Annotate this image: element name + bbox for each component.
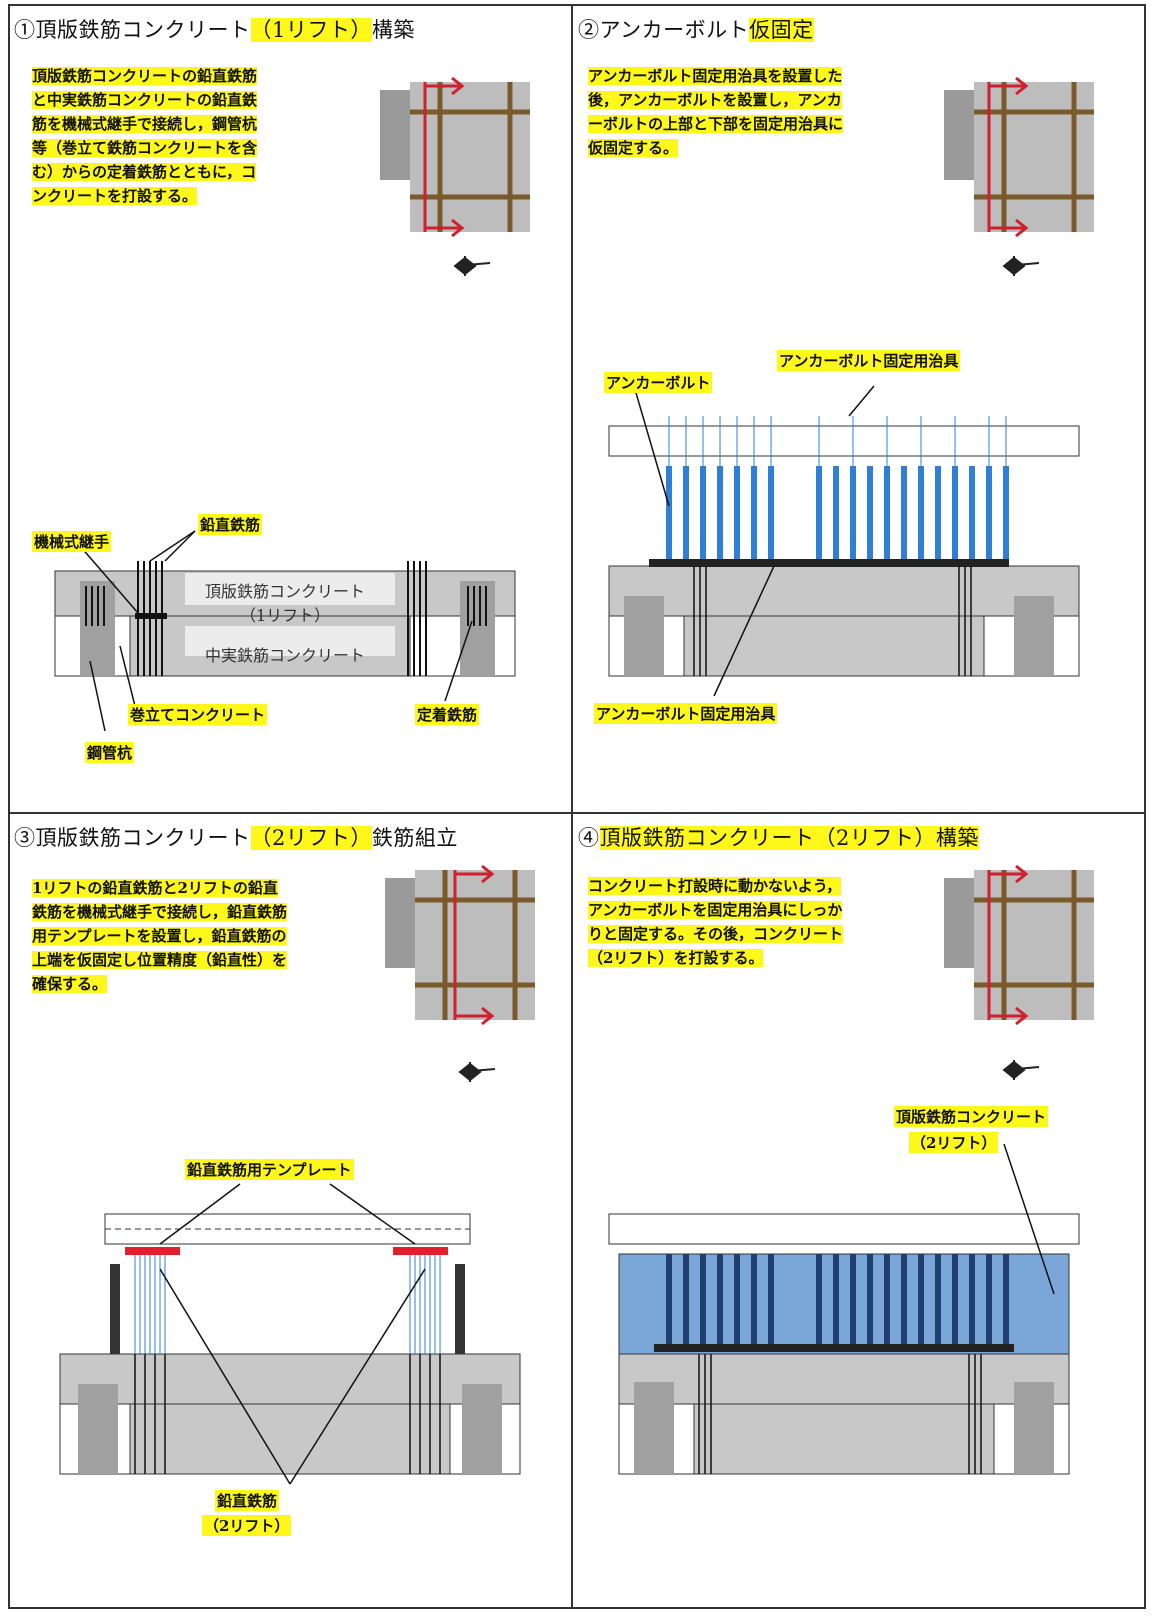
label-vertical-rebar: 鉛直鉄筋 bbox=[198, 514, 263, 535]
panel-4-drawing bbox=[608, 864, 1094, 1475]
label-rebar-2lift-a: 鉛直鉄筋 bbox=[215, 1490, 280, 1511]
section-drawing-4 bbox=[608, 1143, 1080, 1475]
section-drawing-3 bbox=[59, 1183, 521, 1485]
label-top-slab: 頂版鉄筋コンクリート bbox=[205, 582, 366, 601]
label-anchor-rebar: 定着鉄筋 bbox=[415, 704, 480, 725]
key-plan-icon bbox=[385, 864, 535, 1026]
panel-3-description: 1リフトの鉛直鉄筋と2リフトの鉛直鉄筋を機械式継手で接続し，鉛直鉄筋用テンプレー… bbox=[32, 879, 288, 993]
label-lift1: （1リフト） bbox=[240, 606, 331, 625]
section-drawing-2 bbox=[608, 385, 1080, 697]
divider-horizontal bbox=[8, 812, 1146, 814]
panel-2: ②アンカーボルト仮固定 アンカーボルト固定用治具を設置した後，アンカーボルトを設… bbox=[574, 6, 1134, 806]
panel-4-title: ④頂版鉄筋コンクリート（2リフト）構築 bbox=[578, 826, 979, 850]
north-arrow-icon bbox=[1002, 1060, 1040, 1080]
label-solid-rc: 中実鉄筋コンクリート bbox=[205, 646, 366, 665]
north-arrow-icon bbox=[1002, 256, 1040, 276]
panel-2-description: アンカーボルト固定用治具を設置した後，アンカーボルトを設置し，アンカーボルトの上… bbox=[588, 67, 844, 157]
north-arrow-icon bbox=[453, 256, 491, 276]
label-steel-pile: 鋼管杭 bbox=[85, 742, 135, 763]
label-wrap-concrete: 巻立てコンクリート bbox=[128, 704, 268, 725]
panel-4-description: コンクリート打設時に動かないよう，アンカーボルトを固定用治具にしっかりと固定する… bbox=[588, 877, 844, 967]
panel-4: ④頂版鉄筋コンクリート（2リフト）構築 コンクリート打設時に動かないよう，アンカ… bbox=[574, 814, 1134, 1614]
panel-1-description: 頂版鉄筋コンクリートの鉛直鉄筋と中実鉄筋コンクリートの鉛直鉄筋を機械式継手で接続… bbox=[32, 67, 258, 205]
label-jig-top: アンカーボルト固定用治具 bbox=[777, 350, 961, 371]
panel-1-drawing bbox=[54, 76, 530, 732]
key-plan-icon bbox=[944, 76, 1094, 238]
label-slab-2lift-a: 頂版鉄筋コンクリート bbox=[894, 1106, 1049, 1127]
label-mechanical-joint: 機械式継手 bbox=[32, 531, 112, 552]
panel-1: ①頂版鉄筋コンクリート（1リフト）構築 頂版鉄筋コンクリートの鉛直鉄筋と中実鉄筋… bbox=[10, 6, 570, 806]
label-template: 鉛直鉄筋用テンプレート bbox=[185, 1159, 354, 1180]
key-plan-icon bbox=[380, 76, 530, 238]
panel-1-title: ①頂版鉄筋コンクリート（1リフト）構築 bbox=[14, 18, 415, 42]
key-plan-icon bbox=[944, 864, 1094, 1026]
panel-3: ③頂版鉄筋コンクリート（2リフト）鉄筋組立 1リフトの鉛直鉄筋と2リフトの鉛直鉄… bbox=[10, 814, 570, 1614]
north-arrow-icon bbox=[458, 1062, 496, 1082]
label-rebar-2lift-b: （2リフト） bbox=[202, 1515, 292, 1536]
label-anchor-bolt: アンカーボルト bbox=[604, 372, 713, 393]
label-slab-2lift-b: （2リフト） bbox=[909, 1132, 999, 1153]
label-jig-bottom: アンカーボルト固定用治具 bbox=[594, 703, 778, 724]
panel-3-drawing bbox=[59, 864, 535, 1485]
divider-vertical bbox=[571, 4, 573, 1609]
section-drawing-1 bbox=[54, 530, 516, 732]
panel-3-title: ③頂版鉄筋コンクリート（2リフト）鉄筋組立 bbox=[14, 826, 458, 850]
figure-frame bbox=[8, 4, 1146, 1609]
panel-2-title: ②アンカーボルト仮固定 bbox=[578, 18, 814, 42]
panel-2-drawing bbox=[608, 76, 1094, 697]
